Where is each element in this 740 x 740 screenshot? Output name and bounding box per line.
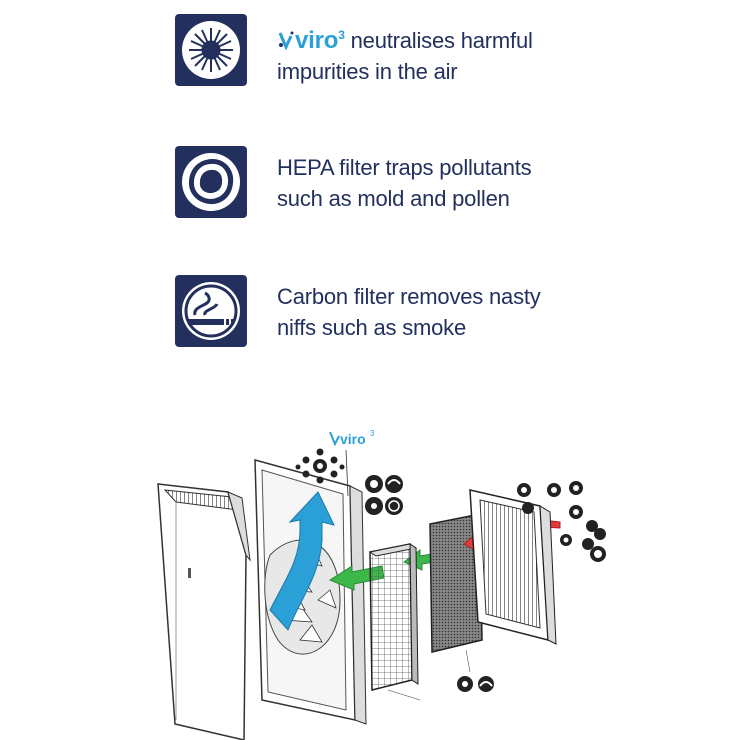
particle-icons-bottom [457,676,494,692]
feature-text-line2: impurities in the air [277,59,458,84]
carbon-filter [429,513,483,673]
hepa-filter [368,543,421,701]
diagram-brand-name: viro [340,431,366,447]
brand-name: viro [295,27,339,54]
feature-text-line2: niffs such as smoke [277,315,466,340]
pollutant-icons [517,481,606,562]
feature-text-line2: such as mold and pollen [277,186,510,211]
feature-text-line1: HEPA filter traps pollutants [277,155,532,180]
particle-cluster-viro [295,448,345,484]
particle-icons-hepa [365,475,403,515]
feature-carbon: Carbon filter removes nasty niffs such a… [175,275,715,353]
filter-rings-icon [175,146,247,218]
front-cover-panel [157,483,251,740]
diagram-brand: viro 3 [329,429,375,497]
diagram-brand-superscript: 3 [370,429,375,438]
feature-hepa: HEPA filter traps pollutants such as mol… [175,146,715,224]
feature-line-1: viro3 neutralises harmful [277,20,533,56]
brand-superscript: 3 [338,28,345,42]
feature-text-line1: neutralises harmful [350,28,533,53]
cigarette-smoke-icon [175,275,247,347]
rear-grille [469,489,557,645]
viro-logo-icon [278,31,294,50]
feature-text-line1: Carbon filter removes nasty [277,284,541,309]
exploded-filter-diagram: viro 3 [157,429,606,740]
virus-icon [175,14,247,86]
airflow-arrow-blue [269,491,335,631]
feature-viro: viro3 neutralises harmful impurities in … [175,14,715,92]
